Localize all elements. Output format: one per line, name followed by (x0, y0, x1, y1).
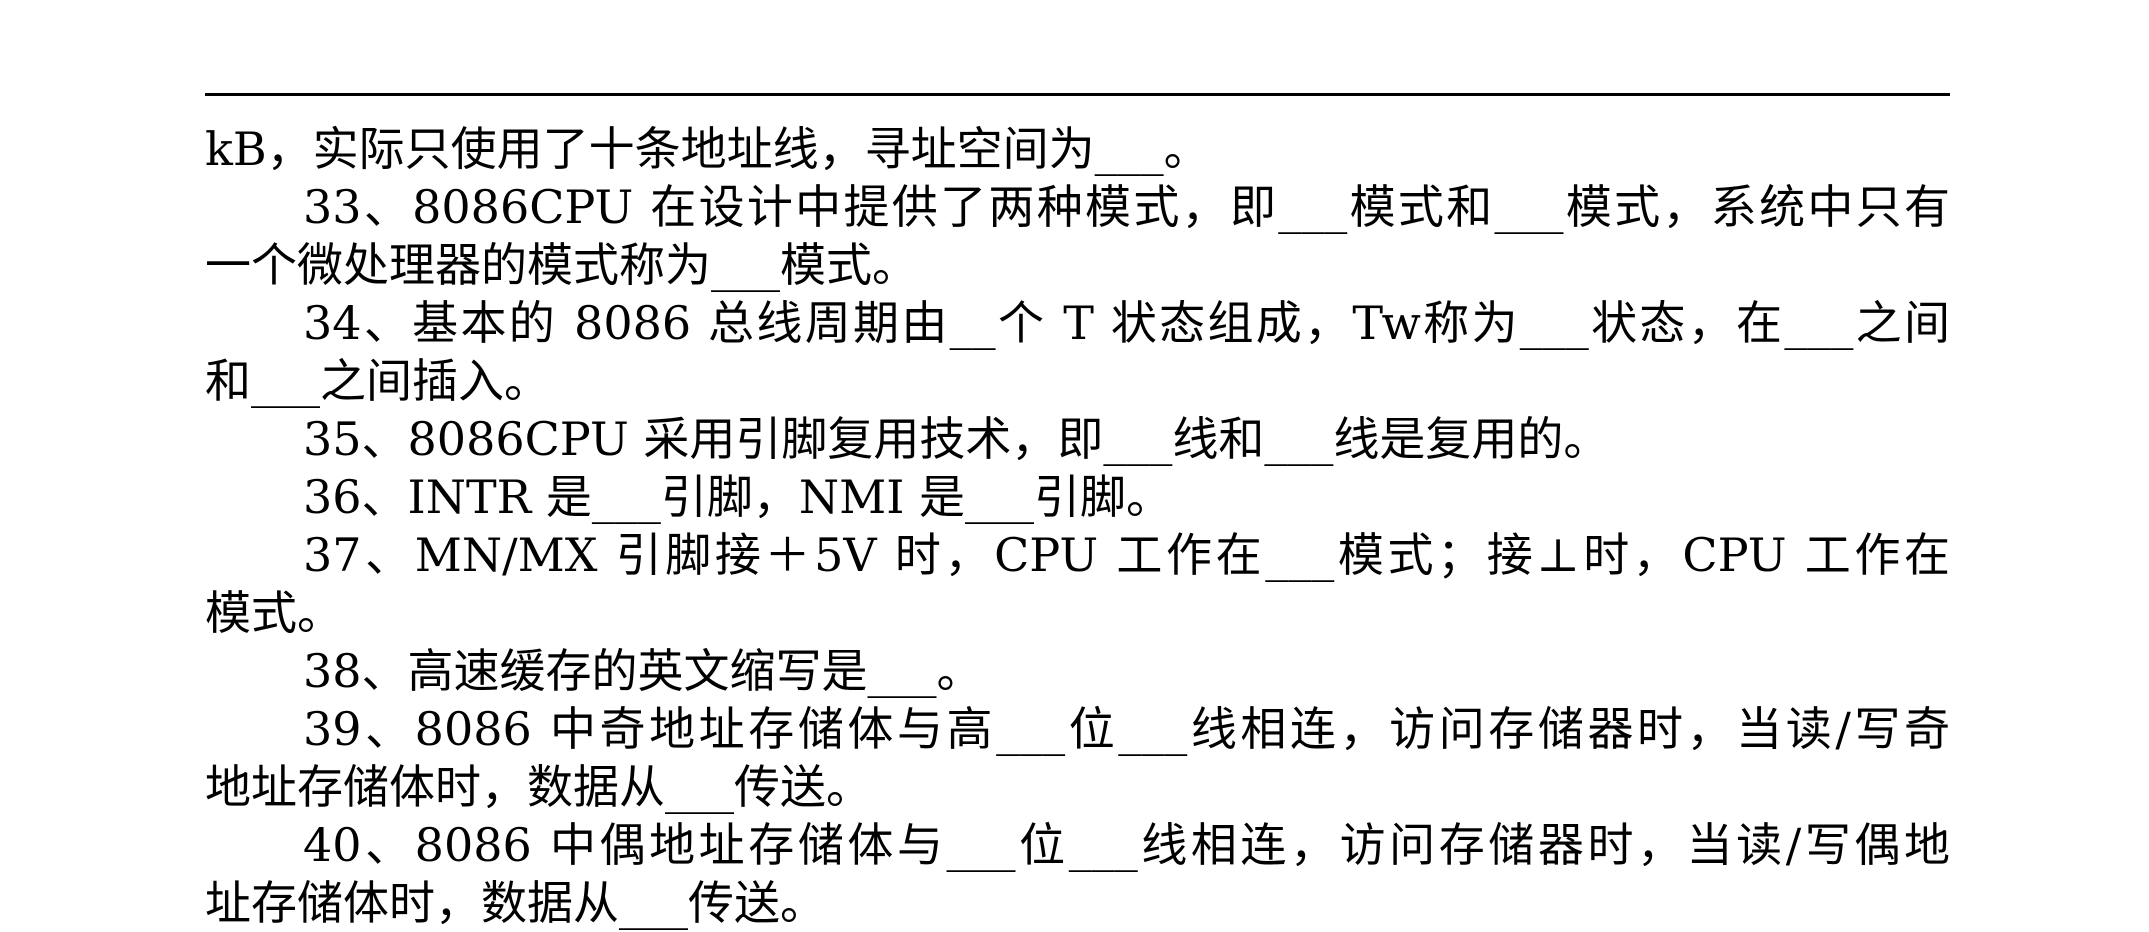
q35-line: 35、8086CPU 采用引脚复用技术，即___线和___线是复用的。 (303, 412, 1610, 466)
q34-line-2: 和___之间插入。 (205, 354, 550, 408)
q38-line: 38、高速缓存的英文缩写是___。 (303, 644, 983, 698)
q33-line-1: 33、8086CPU 在设计中提供了两种模式，即___模式和___模式，系统中只… (303, 180, 1950, 234)
q37-line-1: 37、MN/MX 引脚接＋5V 时，CPU 工作在___模式；接⊥时，CPU 工… (303, 528, 1950, 582)
q40-line-2: 址存储体时，数据从___传送。 (205, 876, 826, 930)
q36-line: 36、INTR 是___引脚，NMI 是___引脚。 (303, 470, 1173, 524)
q33-line-2: 一个微处理器的模式称为___模式。 (205, 238, 918, 292)
question-list: kB，实际只使用了十条地址线，寻址空间为___。 33、8086CPU 在设计中… (205, 120, 1950, 932)
q34-line-1: 34、基本的 8086 总线周期由__个 T 状态组成，Tw称为___状态，在_… (303, 296, 1950, 350)
q39-line-2: 地址存储体时，数据从___传送。 (205, 760, 872, 814)
q32-continuation-line: kB，实际只使用了十条地址线，寻址空间为___。 (205, 122, 1210, 176)
q40-line-1: 40、8086 中偶地址存储体与___位___线相连，访问存储器时，当读/写偶地 (303, 818, 1950, 872)
header-rule (205, 93, 1950, 96)
q37-line-2: 模式。 (205, 586, 343, 640)
q39-line-1: 39、8086 中奇地址存储体与高___位___线相连，访问存储器时，当读/写奇 (303, 702, 1950, 756)
document-page: kB，实际只使用了十条地址线，寻址空间为___。 33、8086CPU 在设计中… (205, 93, 1950, 930)
